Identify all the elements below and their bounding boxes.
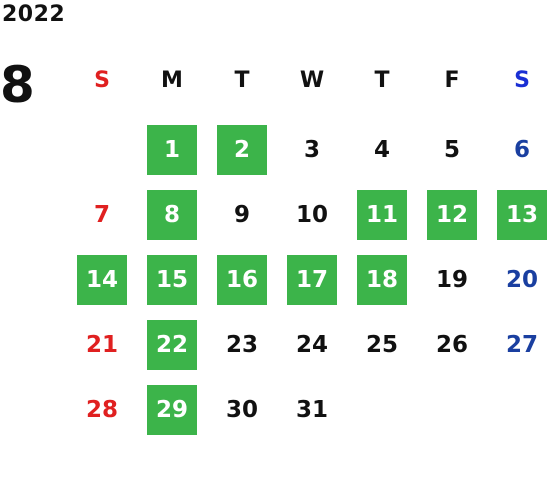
day-cell-13[interactable]: 13 (497, 190, 547, 240)
day-cell-24[interactable]: 24 (295, 332, 328, 358)
day-cell-10[interactable]: 10 (295, 202, 328, 228)
weekday-label-wed: W (299, 67, 325, 93)
day-cell-3[interactable]: 3 (303, 137, 320, 163)
day-cell-6[interactable]: 6 (513, 137, 530, 163)
weekday-label-sun: S (94, 67, 110, 93)
day-cell-16[interactable]: 16 (217, 255, 267, 305)
weekday-label-fri: F (444, 67, 460, 93)
day-cell-29[interactable]: 29 (147, 385, 197, 435)
day-cell-30[interactable]: 30 (225, 397, 258, 423)
day-cell-14[interactable]: 14 (77, 255, 127, 305)
day-cell-22[interactable]: 22 (147, 320, 197, 370)
weekday-label-sat: S (514, 67, 530, 93)
weekday-label-tue: T (234, 67, 250, 93)
day-cell-21[interactable]: 21 (85, 332, 118, 358)
day-cell-7[interactable]: 7 (93, 202, 110, 228)
day-cell-25[interactable]: 25 (365, 332, 398, 358)
day-cell-9[interactable]: 9 (233, 202, 250, 228)
day-cell-11[interactable]: 11 (357, 190, 407, 240)
calendar-year: 2022 (2, 2, 66, 27)
day-cell-26[interactable]: 26 (435, 332, 468, 358)
day-cell-1[interactable]: 1 (147, 125, 197, 175)
day-cell-31[interactable]: 31 (295, 397, 328, 423)
day-cell-2[interactable]: 2 (217, 125, 267, 175)
day-cell-17[interactable]: 17 (287, 255, 337, 305)
calendar-month: 8 (0, 56, 35, 114)
day-cell-18[interactable]: 18 (357, 255, 407, 305)
day-cell-5[interactable]: 5 (443, 137, 460, 163)
day-cell-28[interactable]: 28 (85, 397, 118, 423)
day-cell-12[interactable]: 12 (427, 190, 477, 240)
day-cell-15[interactable]: 15 (147, 255, 197, 305)
day-cell-8[interactable]: 8 (147, 190, 197, 240)
day-cell-23[interactable]: 23 (225, 332, 258, 358)
day-cell-4[interactable]: 4 (373, 137, 390, 163)
day-cell-27[interactable]: 27 (505, 332, 538, 358)
weekday-label-thu: T (374, 67, 390, 93)
weekday-label-mon: M (161, 67, 183, 93)
day-cell-19[interactable]: 19 (435, 267, 468, 293)
day-cell-20[interactable]: 20 (505, 267, 538, 293)
